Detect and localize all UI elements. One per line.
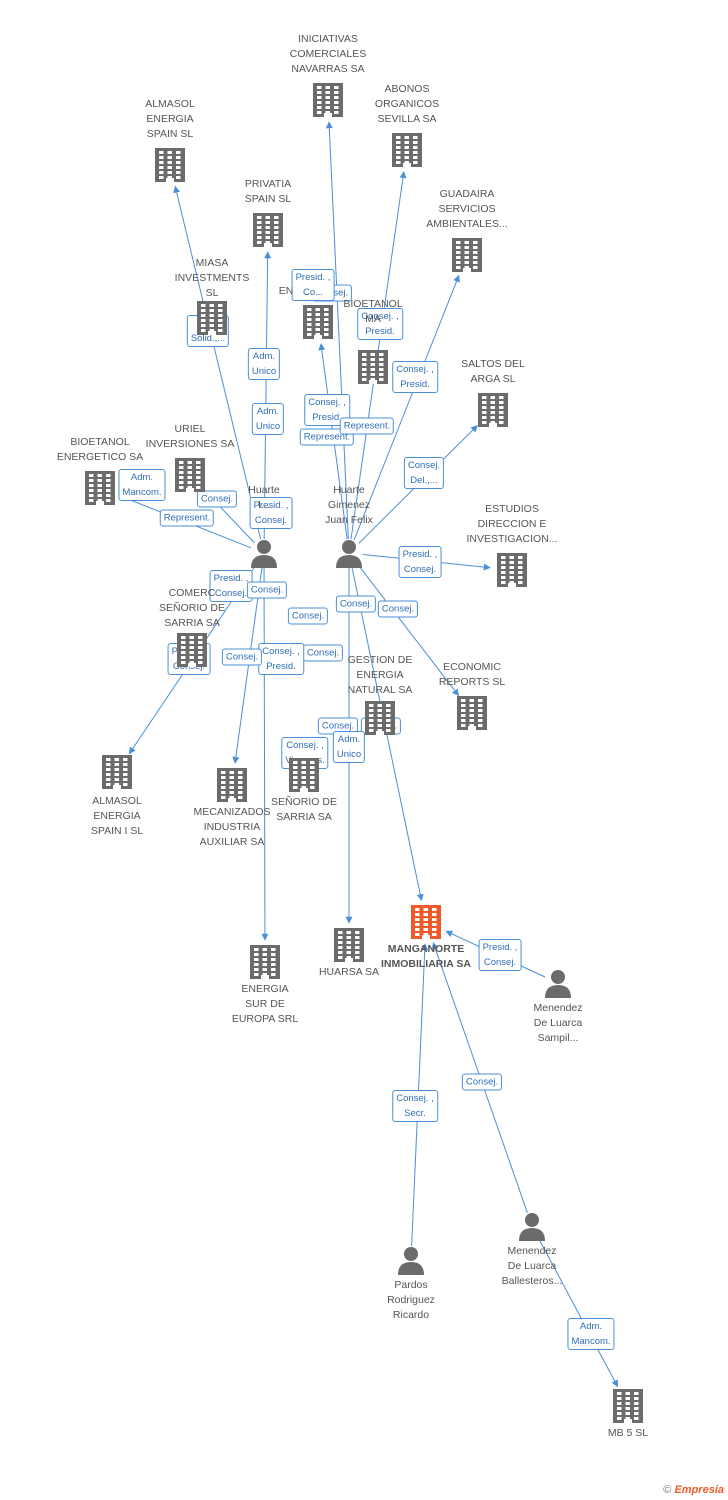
building-icon-almasol[interactable]	[155, 148, 185, 187]
building-icon-en[interactable]	[303, 305, 333, 344]
building-icon-comerc[interactable]	[177, 633, 207, 672]
node-label-pardos[interactable]: Pardos Rodriguez Ricardo	[387, 1279, 435, 1321]
building-icon-miasa[interactable]	[197, 301, 227, 340]
role-tag-extra-12[interactable]: Consej.	[221, 648, 263, 666]
role-tag-extra-4[interactable]: Consej.	[196, 490, 238, 508]
building-icon-privatia[interactable]	[253, 213, 283, 252]
node-label-abonos[interactable]: ABONOS ORGANICOS SEVILLA SA	[374, 83, 440, 125]
person-icon-huarte1[interactable]	[249, 538, 279, 573]
node-label-miasa[interactable]: MIASA INVESTMENTS SL	[174, 257, 250, 299]
node-label-mb5[interactable]: MB 5 SL	[607, 1427, 649, 1439]
building-icon-gestion[interactable]	[365, 701, 395, 740]
role-tag-extra-7[interactable]: Consej.	[287, 607, 329, 625]
role-tag-huarte1-to-mecanizados[interactable]: Consej. , Presid.	[258, 643, 304, 675]
node-label-iniciativas[interactable]: INICIATIVAS COMERCIALES NAVARRAS SA	[289, 33, 367, 75]
role-tag-menendez1-to-manganorte[interactable]: Presid. , Consej.	[478, 939, 522, 971]
building-icon-estudios[interactable]	[497, 553, 527, 592]
role-tag-huarte2-to-en[interactable]: Presid. , Co...	[291, 269, 335, 301]
building-icon-huarsa[interactable]	[334, 928, 364, 967]
node-label-bioetanol2[interactable]: BIOETANOL MA	[343, 298, 403, 325]
brand-logo[interactable]: Empresia	[674, 1484, 724, 1496]
role-tag-menendez2-to-mb5[interactable]: Adm. Mancom.	[567, 1318, 615, 1350]
role-tag-extra-0[interactable]: Adm. Unico	[251, 403, 285, 435]
node-label-uriel[interactable]: URIEL INVERSIONES SA	[145, 423, 235, 450]
building-icon-iniciativas[interactable]	[313, 83, 343, 122]
role-tag-extra-10[interactable]: Consej.	[377, 600, 419, 618]
building-icon-mb5[interactable]	[613, 1389, 643, 1428]
role-tag-huarte2-to-guadaira[interactable]: Consej. , Presid.	[392, 361, 438, 393]
role-tag-menendez2-to-manganorte[interactable]: Consej.	[461, 1073, 503, 1091]
node-label-almasol[interactable]: ALMASOL ENERGIA SPAIN SL	[145, 98, 195, 140]
building-icon-almasol1[interactable]	[102, 755, 132, 794]
node-label-almasol1[interactable]: ALMASOL ENERGIA SPAIN I SL	[90, 795, 144, 837]
node-label-manganorte[interactable]: MANGANORTE INMOBILIARIA SA	[380, 943, 472, 970]
link-huarte2-to-economic	[357, 563, 460, 697]
role-tag-extra-3[interactable]: Represent.	[339, 417, 395, 435]
node-label-gestion[interactable]: GESTION DE ENERGIA NATURAL SA	[347, 654, 413, 696]
building-icon-uriel[interactable]	[175, 458, 205, 497]
node-label-huarte1[interactable]: Huarte I...	[248, 484, 280, 511]
building-icon-energiasur[interactable]	[250, 945, 280, 984]
person-icon-huarte2[interactable]	[334, 538, 364, 573]
node-label-estudios[interactable]: ESTUDIOS DIRECCION E INVESTIGACION...	[466, 503, 558, 545]
role-tag-huarte1-to-bioetanol[interactable]: Adm. Mancom.	[118, 469, 166, 501]
building-icon-economic[interactable]	[457, 696, 487, 735]
node-label-bioetanol[interactable]: BIOETANOL ENERGETICO SA	[56, 436, 144, 463]
node-label-privatia[interactable]: PRIVATIA SPAIN SL	[244, 178, 292, 205]
building-icon-manganorte[interactable]	[411, 905, 441, 944]
node-label-menendez1[interactable]: Menendez De Luarca Sampil...	[533, 1002, 583, 1044]
building-icon-bioetanol2[interactable]	[358, 350, 388, 389]
link-huarte2-to-guadaira	[353, 274, 460, 541]
node-label-economic[interactable]: ECONOMIC REPORTS SL	[438, 661, 506, 688]
building-icon-abonos[interactable]	[392, 133, 422, 172]
person-icon-pardos[interactable]	[396, 1245, 426, 1280]
link-huarte2-to-iniciativas	[325, 121, 349, 540]
node-label-mecanizados[interactable]: MECANIZADOS INDUSTRIA AUXILIAR SA	[193, 806, 271, 848]
node-label-en[interactable]: EN	[278, 285, 294, 297]
building-icon-mecanizados[interactable]	[217, 768, 247, 807]
role-tag-huarte1-to-privatia[interactable]: Adm. Unico	[247, 348, 281, 380]
node-label-guadaira[interactable]: GUADAIRA SERVICIOS AMBIENTALES...	[426, 188, 508, 230]
link-huarte1-to-energiasur	[261, 566, 269, 941]
building-icon-senorio[interactable]	[289, 758, 319, 797]
role-tag-huarte2-to-huarsa[interactable]: Consej.	[302, 644, 344, 662]
role-tag-extra-14[interactable]: Adm. Unico	[332, 731, 366, 763]
role-tag-huarte1-to-uriel[interactable]: Represent.	[159, 509, 215, 527]
building-icon-guadaira[interactable]	[452, 238, 482, 277]
role-tag-extra-9[interactable]: Consej.	[335, 595, 377, 613]
node-label-senorio[interactable]: SEÑORIO DE SARRIA SA	[271, 796, 337, 823]
node-label-huarte2[interactable]: Huarte Gimenez Juan Felix	[325, 484, 373, 526]
person-icon-menendez1[interactable]	[543, 968, 573, 1003]
role-tag-huarte2-to-estudios[interactable]: Presid. , Consej.	[398, 546, 442, 578]
building-icon-bioetanol[interactable]	[85, 471, 115, 510]
node-label-comerc[interactable]: COMERC SEÑORIO DE SARRIA SA	[159, 587, 225, 629]
person-icon-menendez2[interactable]	[517, 1211, 547, 1246]
role-tag-extra-11[interactable]: Consej.	[246, 581, 288, 599]
role-tag-pardos-to-manganorte[interactable]: Consej. , Secr.	[392, 1090, 438, 1122]
node-label-menendez2[interactable]: Menendez De Luarca Ballesteros...	[501, 1245, 563, 1287]
role-tag-huarte2-to-abonos[interactable]: Consej. , Presid.	[357, 308, 403, 340]
credit: © Empresia	[663, 1484, 724, 1496]
node-label-energiasur[interactable]: ENERGIA SUR DE EUROPA SRL	[231, 983, 299, 1025]
link-huarte1-to-almasol	[173, 185, 262, 540]
building-icon-saltos[interactable]	[478, 393, 508, 432]
link-huarte1-to-privatia	[263, 251, 272, 540]
role-tag-huarte2-to-saltos[interactable]: Consej. Del.,...	[403, 457, 445, 489]
role-tag-extra-5[interactable]: Presid. , Consej.	[249, 497, 293, 529]
link-menendez2-to-mb5	[538, 1238, 619, 1388]
copyright-mark: ©	[663, 1484, 672, 1496]
node-label-saltos[interactable]: SALTOS DEL ARGA SL	[461, 358, 525, 385]
node-label-huarsa[interactable]: HUARSA SA	[318, 966, 380, 978]
